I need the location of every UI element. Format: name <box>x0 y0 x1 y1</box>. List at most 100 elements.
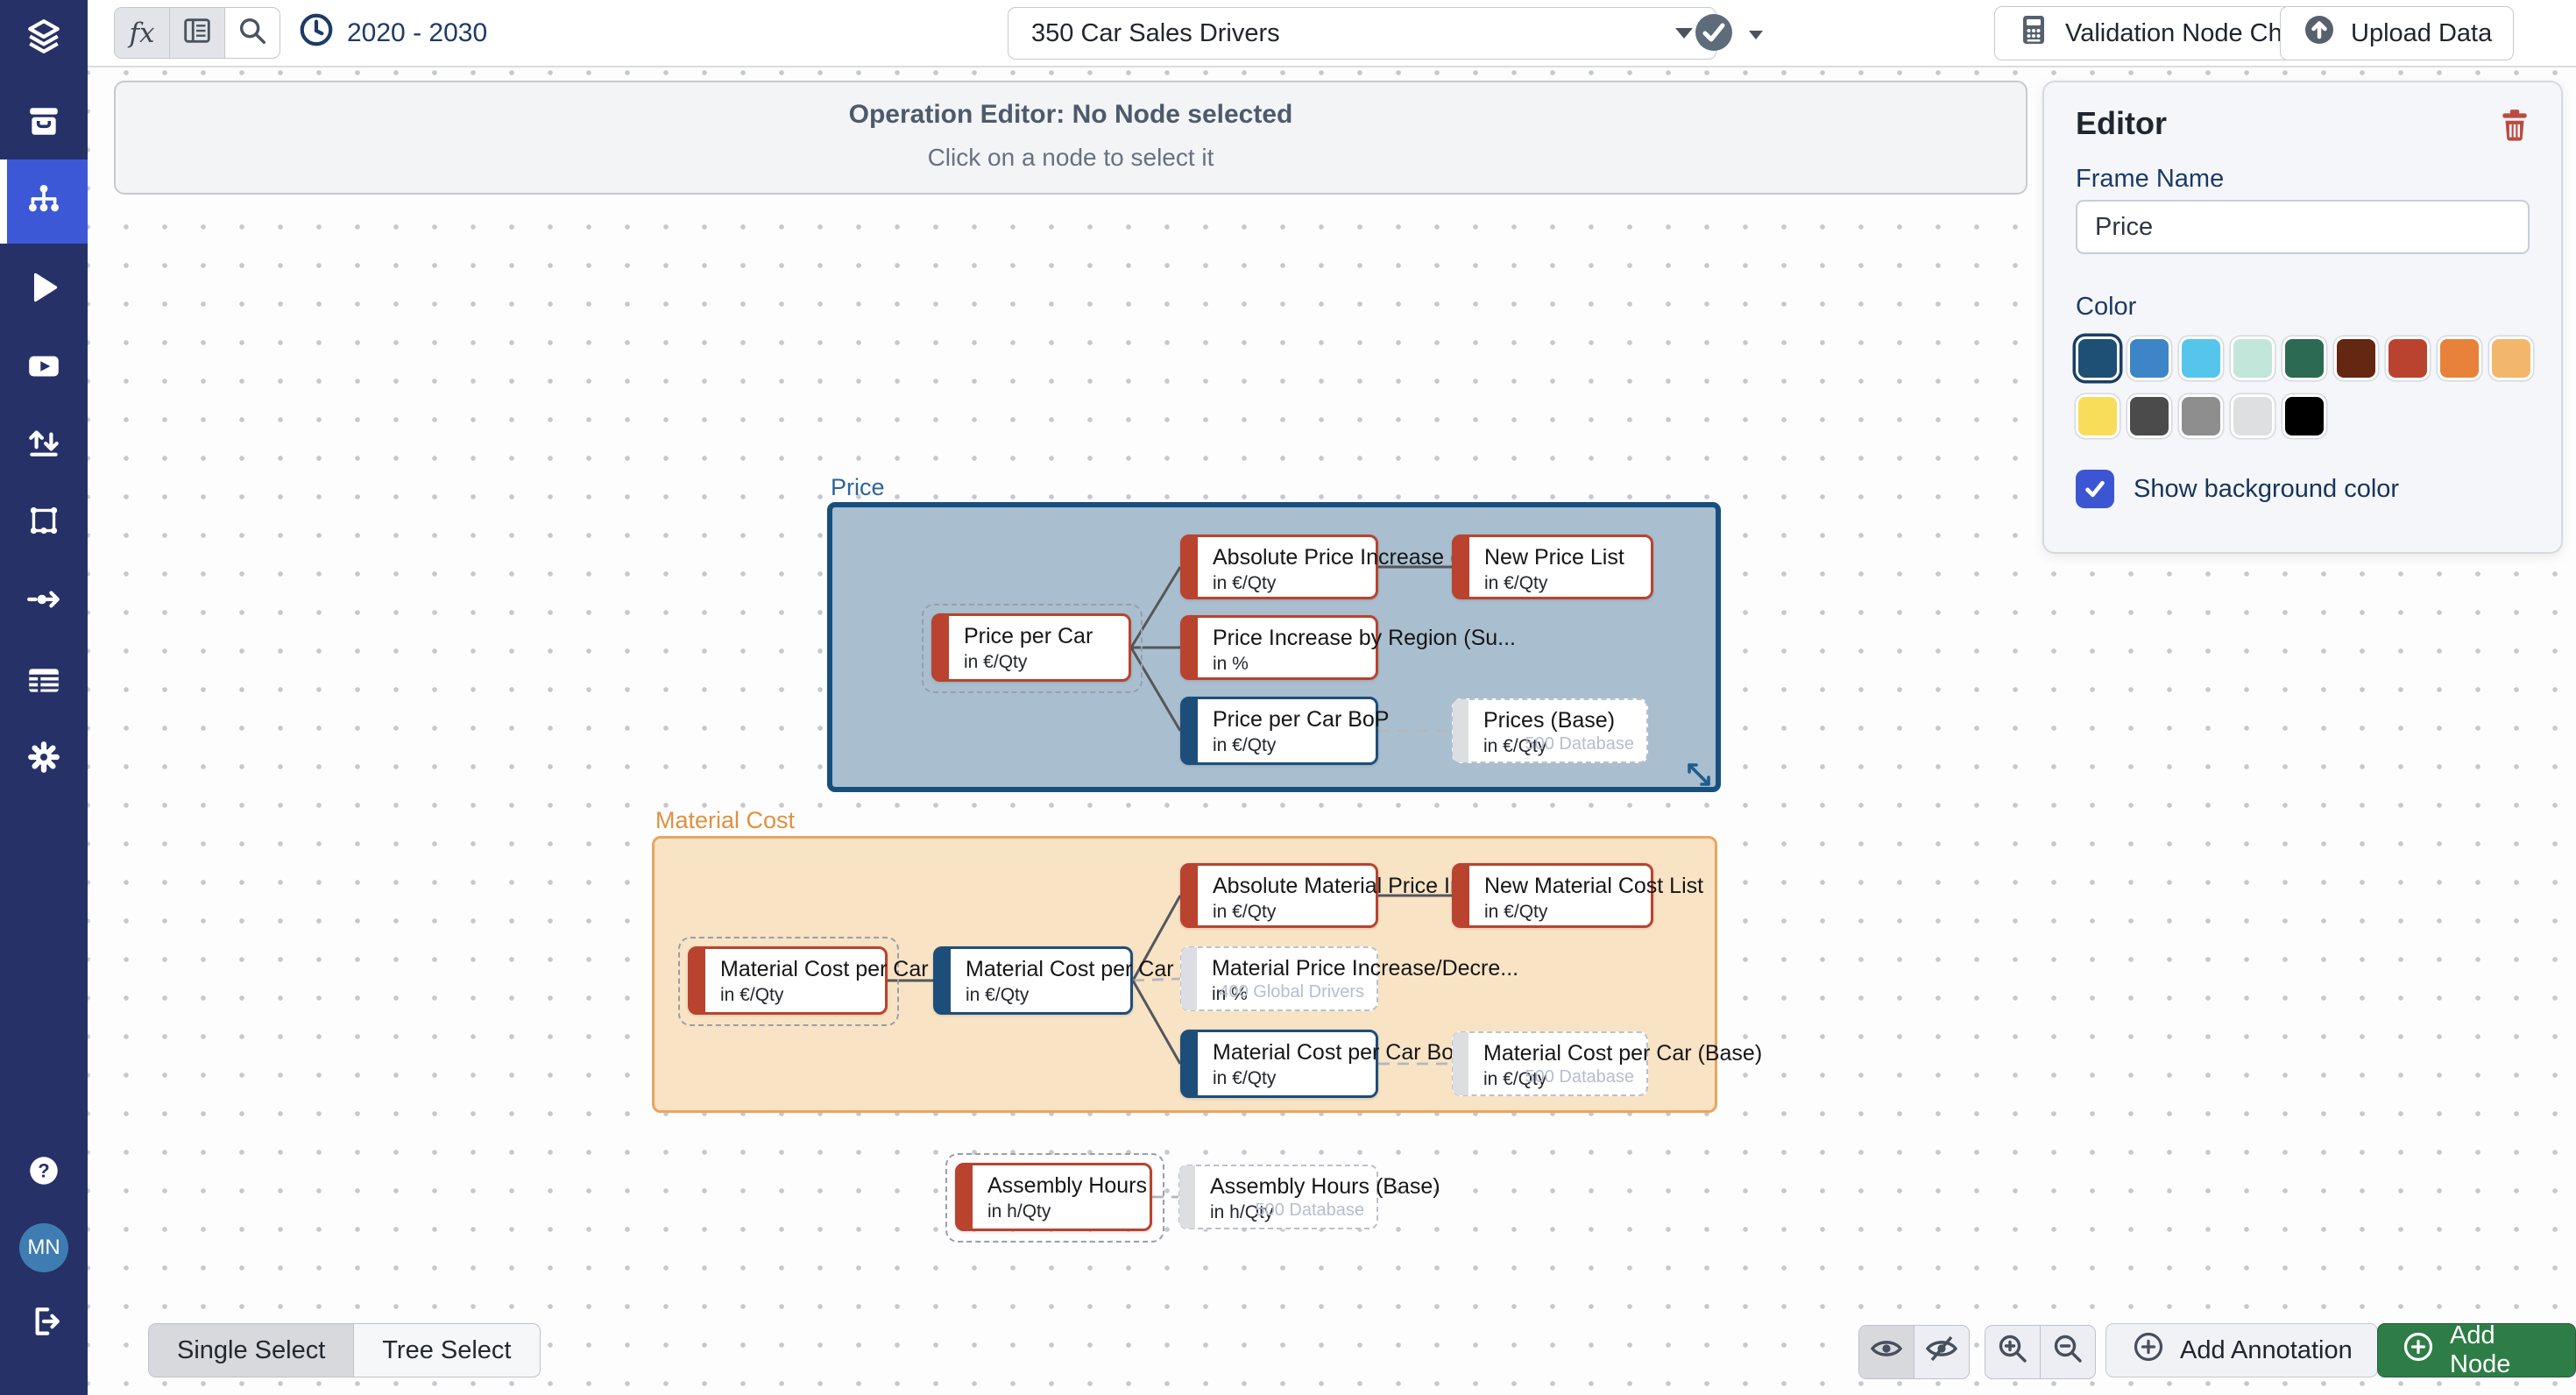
color-swatch[interactable] <box>2489 336 2533 380</box>
data-transfer-icon <box>25 423 62 464</box>
sidebar-item-import-export[interactable] <box>0 405 88 482</box>
check-circle-icon[interactable] <box>1693 11 1735 58</box>
notebook-view-button[interactable] <box>169 8 224 58</box>
eye-slash-icon <box>1924 1331 1959 1373</box>
frame-tool-icon <box>25 502 62 543</box>
node-source-tag: 500 Database <box>1525 1067 1634 1087</box>
tree-select-button[interactable]: Tree Select <box>353 1324 539 1377</box>
calculator-icon <box>2016 12 2051 54</box>
node-absolute-price-increase[interactable]: Absolute Price Increase (Sust...in €/Qty <box>1180 535 1519 599</box>
color-swatch-row-2 <box>2076 394 2326 438</box>
node-prices-base[interactable]: Prices (Base)in €/Qty 500 Database <box>1452 698 1648 763</box>
plus-circle-icon <box>2401 1329 2436 1371</box>
visibility-group <box>1858 1325 1970 1379</box>
app-logo[interactable] <box>0 0 88 77</box>
frame-name-input[interactable] <box>2076 200 2530 254</box>
search-button[interactable] <box>224 8 280 58</box>
zoom-out-button[interactable] <box>2040 1326 2095 1378</box>
frame-resize-handle[interactable] <box>1675 751 1721 797</box>
color-swatch[interactable] <box>2076 394 2120 438</box>
chevron-down-icon[interactable] <box>1749 30 1763 39</box>
zoom-in-icon <box>1995 1331 2030 1373</box>
hide-button[interactable] <box>1914 1326 1969 1378</box>
color-swatch[interactable] <box>2282 336 2326 380</box>
node-material-price-increase-decrease[interactable]: Material Price Increase/Decre...in % 400… <box>1180 946 1518 1011</box>
sidebar-item-settings[interactable] <box>0 720 88 797</box>
node-source-tag: 400 Global Drivers <box>1219 982 1364 1002</box>
node-accent-bar <box>1454 536 1469 598</box>
model-canvas[interactable]: Operation Editor: No Node selected Click… <box>88 66 2576 1395</box>
color-swatch-row-1 <box>2076 336 2533 380</box>
video-player-icon <box>25 348 62 389</box>
plus-circle-icon <box>2131 1329 2166 1371</box>
sidebar-item-inbox[interactable] <box>0 84 88 161</box>
color-swatch[interactable] <box>2127 336 2171 380</box>
node-accent-bar <box>1453 699 1468 762</box>
node-accent-bar <box>1453 1032 1468 1095</box>
node-accent-bar <box>1179 1165 1195 1229</box>
upload-data-button[interactable]: Upload Data <box>2280 6 2515 60</box>
node-accent-bar <box>1454 865 1469 926</box>
add-node-button[interactable]: Add Node <box>2377 1321 2576 1378</box>
sidebar-item-model-hierarchy[interactable] <box>0 159 88 244</box>
color-swatch[interactable] <box>2179 394 2223 438</box>
sidebar-item-account[interactable]: MN <box>0 1209 88 1286</box>
node-material-cost-per-car-by-country[interactable]: Material Cost per Car (by Co...in €/Qty <box>933 946 1263 1015</box>
color-swatch[interactable] <box>2386 336 2430 380</box>
show-button[interactable] <box>1859 1326 1914 1378</box>
operation-editor-title: Operation Editor: No Node selected <box>848 100 1293 129</box>
time-range[interactable]: 2020 - 2030 <box>298 0 487 66</box>
notebook-icon <box>180 14 214 52</box>
zoom-in-button[interactable] <box>1985 1326 2040 1378</box>
color-swatch[interactable] <box>2438 336 2481 380</box>
clock-icon <box>298 11 335 55</box>
sidebar-item-flows[interactable] <box>0 563 88 640</box>
color-swatch[interactable] <box>2231 394 2275 438</box>
sidebar-item-help[interactable]: ? <box>0 1134 88 1211</box>
sidebar-item-presentation[interactable] <box>0 329 88 407</box>
table-icon <box>25 662 62 703</box>
hierarchy-icon <box>25 181 62 223</box>
avatar: MN <box>19 1223 68 1272</box>
color-swatch[interactable] <box>2076 336 2120 380</box>
node-accent-bar <box>933 615 949 680</box>
zoom-group <box>1985 1325 2096 1379</box>
logout-icon <box>25 1303 62 1344</box>
single-select-button[interactable]: Single Select <box>149 1324 354 1377</box>
operation-editor-banner: Operation Editor: No Node selected Click… <box>114 81 2028 195</box>
node-material-cost-per-car-base[interactable]: Material Cost per Car (Base)in €/Qty 500… <box>1452 1031 1762 1096</box>
time-range-label: 2020 - 2030 <box>347 18 488 47</box>
node-assembly-hours-base[interactable]: Assembly Hours (Base)in h/Qty 500 Databa… <box>1178 1165 1440 1229</box>
color-swatch[interactable] <box>2334 336 2378 380</box>
checkbox-label: Show background color <box>2134 474 2400 503</box>
node-source-tag: 500 Database <box>1255 1200 1364 1220</box>
add-annotation-button[interactable]: Add Annotation <box>2105 1323 2378 1377</box>
color-label: Color <box>2076 293 2137 321</box>
sidebar-item-logout[interactable] <box>0 1285 88 1362</box>
frame-name-label: Frame Name <box>2076 165 2225 193</box>
color-swatch[interactable] <box>2231 336 2275 380</box>
trash-icon[interactable] <box>2496 107 2533 144</box>
formula-view-button[interactable]: fx <box>115 8 169 58</box>
sidebar-item-frames[interactable] <box>0 484 88 561</box>
show-background-color-toggle[interactable]: Show background color <box>2076 470 2399 508</box>
sidebar-item-run[interactable] <box>0 251 88 328</box>
node-absolute-material-price-increase[interactable]: Absolute Material Price Incre...in €/Qty <box>1180 863 1511 928</box>
top-toolbar: fx 2020 - 2030 350 Car Sales Drivers Val… <box>88 0 2576 67</box>
node-accent-bar <box>1182 536 1198 598</box>
node-price-increase-by-region[interactable]: Price Increase by Region (Su...in % <box>1180 615 1516 680</box>
color-swatch[interactable] <box>2127 394 2171 438</box>
sidebar-item-tables[interactable] <box>0 643 88 720</box>
upload-icon <box>2302 12 2337 54</box>
model-selector-dropdown[interactable]: 350 Car Sales Drivers <box>1008 7 1716 60</box>
color-swatch[interactable] <box>2282 394 2326 438</box>
color-swatch[interactable] <box>2179 336 2223 380</box>
